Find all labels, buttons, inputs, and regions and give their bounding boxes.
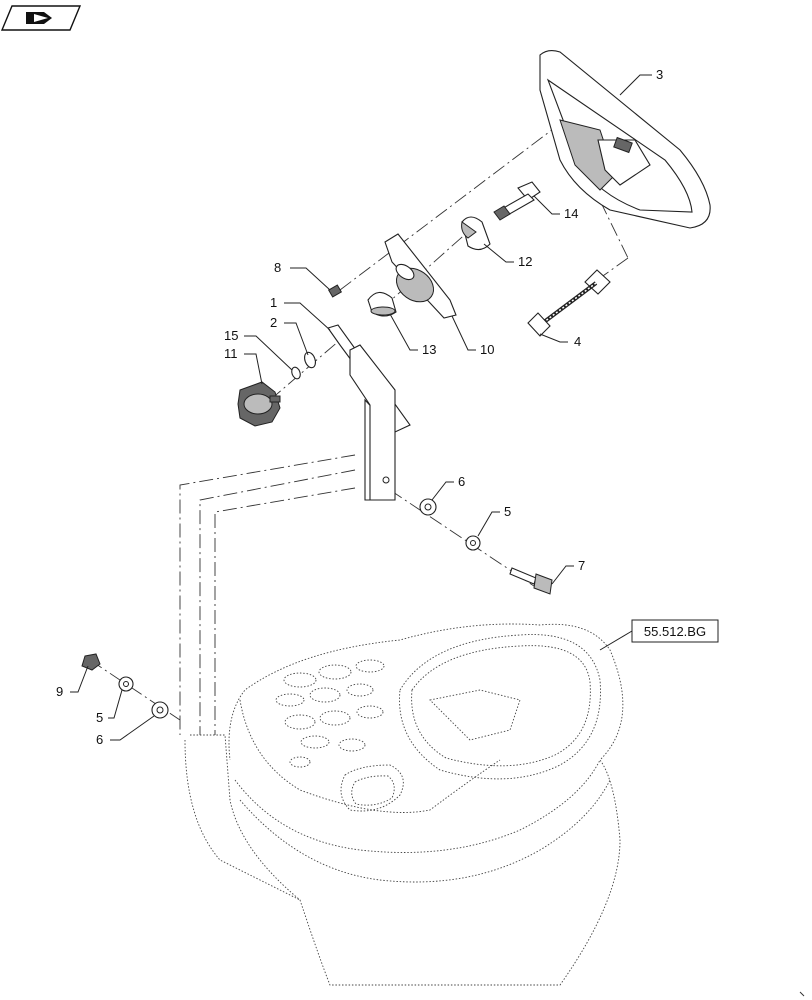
callout-11: 11 <box>224 346 238 361</box>
washer-part-6-lower <box>151 701 169 719</box>
washer-part-6-upper <box>419 498 437 516</box>
phantom-console-assembly <box>184 623 624 986</box>
callout-7: 7 <box>578 558 585 573</box>
callout-6-lower: 6 <box>96 732 103 747</box>
washer-part-2 <box>304 351 316 369</box>
callout-5-lower: 5 <box>96 710 103 725</box>
callout-5-upper: 5 <box>504 504 511 519</box>
bolt-part-7 <box>509 567 553 595</box>
bolt-part-14 <box>493 181 541 221</box>
display-monitor-part-3 <box>539 49 711 229</box>
washer-part-5-upper <box>465 535 481 551</box>
callout-14: 14 <box>564 206 578 221</box>
reference-label-box[interactable]: 55.512.BG <box>599 619 719 651</box>
knob-cap-part-12 <box>461 216 491 251</box>
callout-10: 10 <box>480 342 494 357</box>
callout-6-upper: 6 <box>458 474 465 489</box>
bracket-part-1 <box>327 324 411 501</box>
callout-1: 1 <box>270 295 277 310</box>
assembly-centerlines <box>89 119 629 735</box>
reference-label-text: 55.512.BG <box>644 624 706 639</box>
mount-plate-part-10 <box>384 233 457 319</box>
dome-cap-part-13 <box>367 291 397 317</box>
callout-9: 9 <box>56 684 63 699</box>
screw-part-8 <box>327 284 343 298</box>
callouts: 3 14 12 8 1 2 15 11 13 10 4 6 5 <box>56 67 663 747</box>
nut-part-9 <box>81 653 101 671</box>
washer-part-15 <box>291 366 301 380</box>
washer-part-5-lower <box>118 676 134 692</box>
callout-2: 2 <box>270 315 277 330</box>
callout-4: 4 <box>574 334 581 349</box>
callout-15: 15 <box>224 328 238 343</box>
callout-12: 12 <box>518 254 532 269</box>
star-knob-part-11 <box>237 381 281 427</box>
callout-3: 3 <box>656 67 663 82</box>
corner-mark <box>799 991 805 997</box>
long-bolt-part-4 <box>527 269 611 337</box>
book-arrow-icon[interactable] <box>0 5 82 31</box>
callout-13: 13 <box>422 342 436 357</box>
callout-8: 8 <box>274 260 281 275</box>
